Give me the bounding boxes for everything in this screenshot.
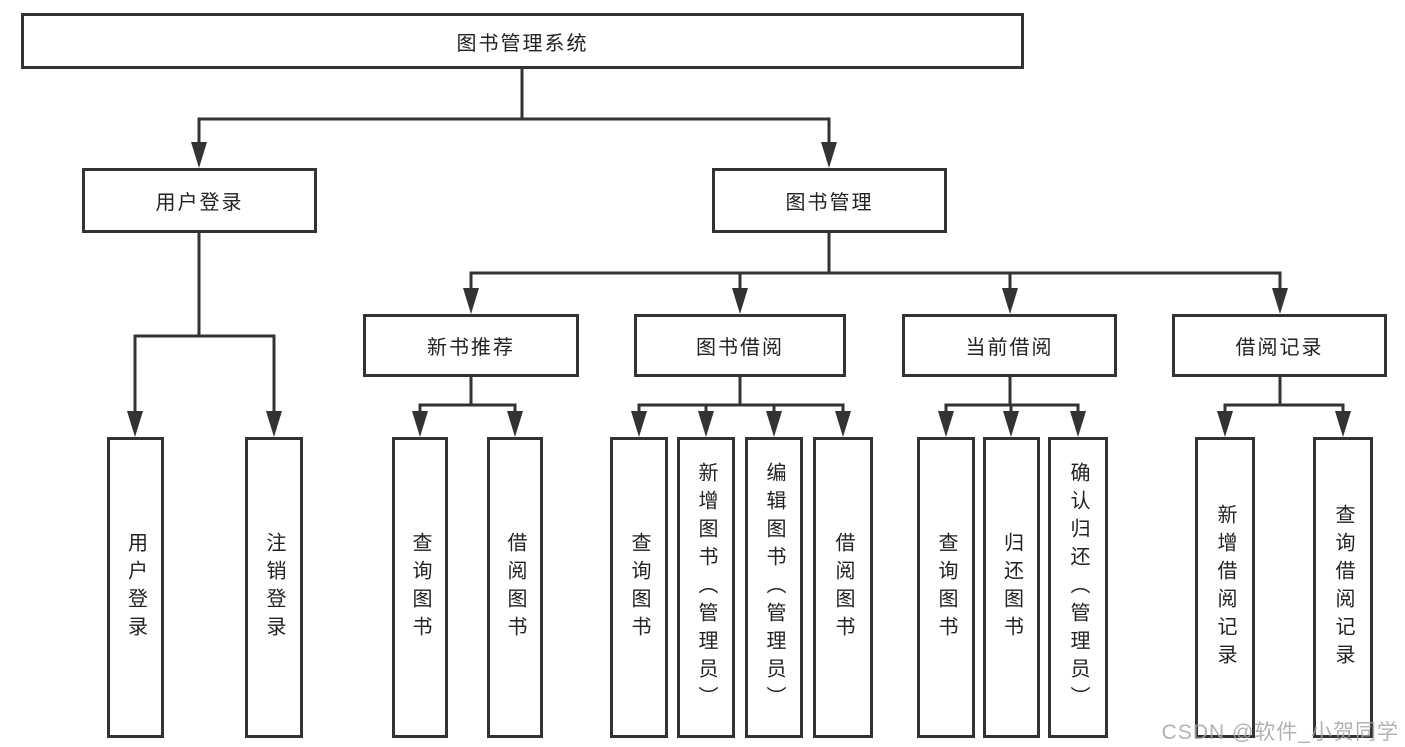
leaf-query-books: 查询图书 (392, 437, 448, 738)
node-book-management: 图书管理 (712, 168, 947, 233)
node-book-borrowing: 图书借阅 (634, 314, 846, 377)
arrow-down-icon (127, 411, 143, 437)
leaf-borrow-books: 借阅图书 (813, 437, 873, 738)
leaf-return-books: 归还图书 (983, 437, 1040, 738)
arrow-down-icon (698, 411, 714, 437)
arrow-down-icon (631, 411, 647, 437)
arrow-down-icon (1272, 288, 1288, 314)
node-borrowing-records: 借阅记录 (1172, 314, 1387, 377)
arrow-down-icon (1217, 411, 1233, 437)
leaf-edit-books-admin: 编辑图书（管理员） (745, 437, 803, 738)
arrow-down-icon (938, 411, 954, 437)
arrow-down-icon (266, 411, 282, 437)
leaf-user-login: 用户登录 (107, 437, 164, 738)
leaf-query-books: 查询图书 (917, 437, 975, 738)
arrow-down-icon (191, 142, 207, 168)
node-user-login: 用户登录 (82, 168, 317, 233)
arrow-down-icon (412, 411, 428, 437)
arrow-down-icon (507, 411, 523, 437)
arrowheads (127, 142, 1351, 437)
leaf-add-borrow-record: 新增借阅记录 (1195, 437, 1255, 738)
leaf-query-books: 查询图书 (610, 437, 668, 738)
arrow-down-icon (821, 142, 837, 168)
arrow-down-icon (1335, 411, 1351, 437)
arrow-down-icon (1002, 288, 1018, 314)
leaf-logout: 注销登录 (245, 437, 303, 738)
arrow-down-icon (835, 411, 851, 437)
arrow-down-icon (1070, 411, 1086, 437)
leaf-confirm-return-admin: 确认归还（管理员） (1048, 437, 1108, 738)
node-library-management-system: 图书管理系统 (21, 13, 1024, 69)
arrow-down-icon (463, 288, 479, 314)
node-current-borrowing: 当前借阅 (902, 314, 1117, 377)
leaf-borrow-books: 借阅图书 (487, 437, 543, 738)
leaf-add-books-admin: 新增图书（管理员） (677, 437, 735, 738)
arrow-down-icon (766, 411, 782, 437)
node-new-book-recommendation: 新书推荐 (363, 314, 579, 377)
arrow-down-icon (1003, 411, 1019, 437)
leaf-query-borrow-record: 查询借阅记录 (1313, 437, 1373, 738)
arrow-down-icon (732, 288, 748, 314)
